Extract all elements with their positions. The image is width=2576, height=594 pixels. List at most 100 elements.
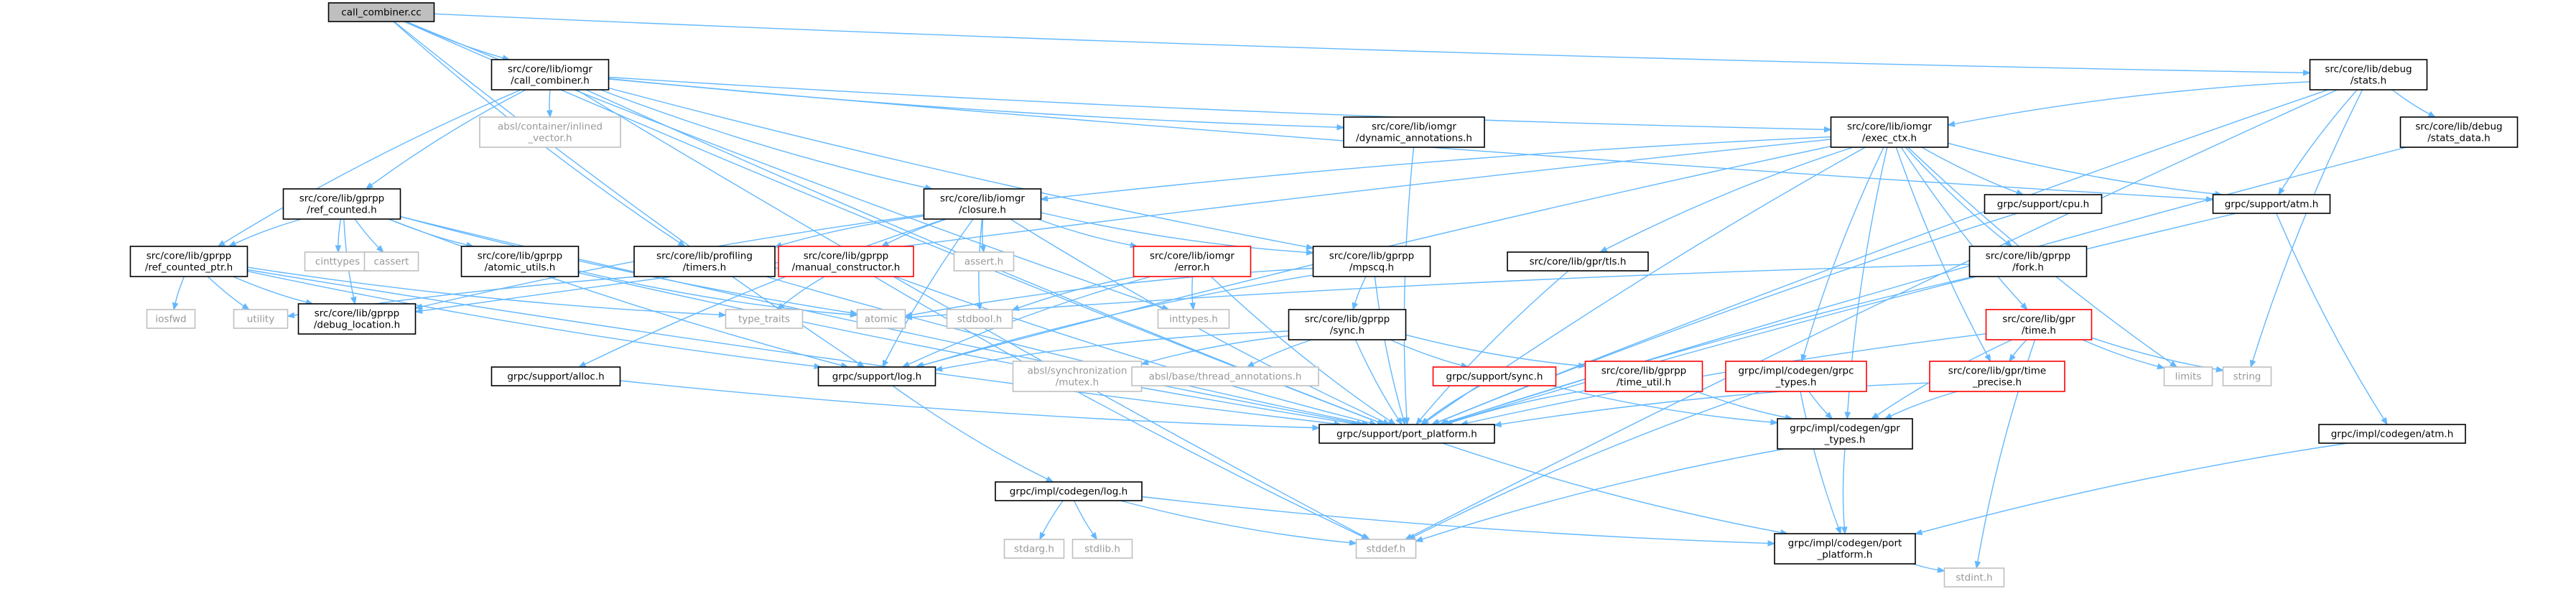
edge-line (1438, 213, 2018, 423)
node-label: /stats.h (2351, 75, 2386, 87)
edge-line (1041, 212, 1307, 254)
arrow-head-icon (228, 241, 237, 247)
node-gprpp_fork_h[interactable]: src/core/lib/gprpp/fork.h (1968, 246, 2088, 277)
node-utility: utility (233, 309, 289, 329)
node-port_platform_h[interactable]: grpc/support/port_platform.h (1319, 424, 1495, 444)
node-box (1943, 567, 2005, 588)
edge-line (1451, 390, 1586, 423)
edge-gpr_types_h-to-stddef_h (1415, 448, 1785, 542)
node-ref_counted_ptr_h[interactable]: src/core/lib/gprpp/ref_counted_ptr.h (129, 246, 248, 277)
edge-ref_counted_ptr_h-to-port_platform_h (247, 269, 1342, 427)
edge-line (1500, 382, 1930, 425)
node-profiling_timers_h[interactable]: src/core/lib/profiling/timers.h (633, 246, 776, 277)
node-atomic_utils_h[interactable]: src/core/lib/gprpp/atomic_utils.h (460, 246, 580, 277)
arrow-head-icon (880, 240, 890, 247)
edge-call_combiner_cc-to-debug_stats_h (434, 13, 2311, 76)
node-label: stdarg.h (1014, 544, 1054, 555)
edge-iomgr_call_combiner_h-to-inlined_vector_h (546, 89, 553, 119)
arrow-head-icon (1914, 529, 1923, 536)
edge-line (941, 330, 1289, 370)
node-support_atm_h[interactable]: grpc/support/atm.h (2212, 194, 2331, 214)
edge-closure_h-to-mpscq_h (1041, 212, 1314, 256)
edge-line (2012, 339, 2027, 356)
node-ref_counted_h[interactable]: src/core/lib/gprpp/ref_counted.h (282, 188, 401, 220)
node-closure_h[interactable]: src/core/lib/iomgr/closure.h (923, 188, 1042, 220)
edge-line (1696, 391, 1786, 418)
node-box (1985, 309, 2093, 340)
node-debug_location_h[interactable]: src/core/lib/gprpp/debug_location.h (297, 303, 417, 335)
node-codegen_atm_h[interactable]: grpc/impl/codegen/atm.h (2318, 424, 2466, 444)
node-box (1312, 246, 1431, 277)
edge-line (1073, 500, 1094, 535)
edge-line (388, 218, 842, 366)
node-codegen_log_h[interactable]: grpc/impl/codegen/log.h (995, 481, 1143, 501)
node-time_precise_h[interactable]: src/core/lib/gpr/time_precise.h (1929, 361, 2065, 392)
node-box (1288, 309, 1407, 340)
edge-iomgr_call_combiner_h-to-exec_ctx_h (608, 76, 1832, 133)
node-iomgr_error_h[interactable]: src/core/lib/iomgr/error.h (1133, 246, 1252, 277)
edge-exec_ctx_h-to-time_precise_h (1895, 147, 1991, 363)
node-support_sync_h[interactable]: grpc/support/sync.h (1432, 366, 1557, 386)
edge-line (1037, 218, 1131, 246)
arrow-head-icon (1871, 412, 1879, 419)
node-stdarg_h: stdarg.h (1003, 539, 1065, 559)
node-gpr_tls_h[interactable]: src/core/lib/gpr/tls.h (1507, 251, 1649, 272)
node-codegen_port_platform_h[interactable]: grpc/impl/codegen/port_platform.h (1774, 533, 1916, 565)
node-call_combiner_cc[interactable]: call_combiner.cc (327, 2, 435, 22)
edge-line (1426, 385, 1481, 422)
edge-closure_h-to-assert_h (980, 218, 986, 254)
node-box (1133, 246, 1252, 277)
node-atomic: atomic (856, 309, 906, 329)
node-stats_data_h[interactable]: src/core/lib/debug/stats_data.h (2399, 116, 2519, 148)
edge-line (175, 276, 185, 304)
edge-exec_ctx_h-to-gpr_time_h (1900, 147, 2028, 310)
node-box (995, 481, 1143, 501)
edge-ref_counted_ptr_h-to-type_traits (247, 266, 727, 318)
node-time_util_h[interactable]: src/core/lib/gprpp/time_util.h (1584, 361, 1703, 392)
node-support_alloc_h[interactable]: grpc/support/alloc.h (490, 366, 621, 386)
node-box (146, 309, 196, 329)
node-dynamic_annotations_h[interactable]: src/core/lib/iomgr/dynamic_annotations.h (1343, 116, 1485, 148)
node-iomgr_call_combiner_h[interactable]: src/core/lib/iomgr/call_combiner.h (490, 59, 610, 91)
node-limits: limits (2163, 366, 2213, 386)
arrow-head-icon (350, 296, 357, 305)
node-debug_stats_h[interactable]: src/core/lib/debug/stats.h (2309, 59, 2428, 91)
arrow-head-icon (980, 245, 986, 254)
edge-line (1900, 147, 2024, 305)
edge-atomic_utils_h-to-atomic (578, 270, 858, 318)
edge-line (1018, 276, 1137, 309)
node-gpr_types_h[interactable]: grpc/impl/codegen/gpr_types.h (1777, 418, 1913, 450)
arrow-head-icon (1415, 536, 1423, 542)
node-gpr_time_h[interactable]: src/core/lib/gpr/time.h (1985, 309, 2093, 340)
arrow-head-icon (2215, 366, 2224, 373)
node-label: src/core/lib/gprpp (1329, 251, 1415, 262)
edge-line (1842, 448, 1846, 528)
edge-line (620, 380, 1313, 429)
edge-exec_ctx_h-to-grpc_types_h (1800, 147, 1884, 363)
node-box (1830, 116, 1949, 148)
arrow-head-icon (718, 311, 727, 318)
node-mpscq_h[interactable]: src/core/lib/gprpp/mpscq.h (1312, 246, 1431, 277)
edge-iomgr_call_combiner_h-to-ref_counted_ptr_h (217, 89, 521, 247)
arrow-head-icon (814, 363, 822, 370)
arrow-head-icon (2169, 361, 2178, 368)
node-grpc_types_h[interactable]: grpc/impl/codegen/grpc_types.h (1725, 361, 1867, 392)
node-box (725, 309, 804, 329)
edge-line (781, 215, 924, 246)
edge-line (1948, 142, 2215, 195)
edge-exec_ctx_h-to-closure_h (1040, 136, 1831, 202)
node-support_log_h[interactable]: grpc/support/log.h (817, 366, 936, 386)
arrow-head-icon (1387, 418, 1396, 425)
node-support_cpu_h[interactable]: grpc/support/cpu.h (1984, 194, 2103, 214)
node-manual_constructor_h[interactable]: src/core/lib/gprpp/manual_constructor.h (778, 246, 914, 277)
node-label: grpc/support/atm.h (2225, 199, 2319, 210)
edge-mpscq_h-to-port_platform_h (1374, 276, 1406, 426)
node-box (1319, 424, 1495, 444)
node-exec_ctx_h[interactable]: src/core/lib/iomgr/exec_ctx.h (1830, 116, 1949, 148)
node-label: /timers.h (683, 262, 726, 274)
node-label: /closure.h (959, 205, 1006, 216)
node-gprpp_sync_h[interactable]: src/core/lib/gprpp/sync.h (1288, 309, 1407, 340)
arrow-head-icon (934, 366, 943, 372)
edge-line (1442, 442, 1782, 534)
edge-line (2252, 89, 2363, 361)
